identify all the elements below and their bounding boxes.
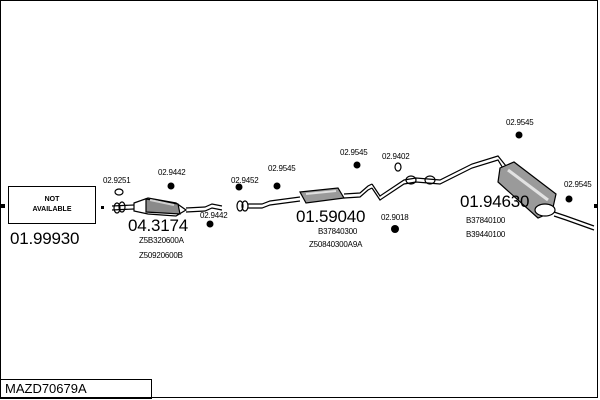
part-number: 02.9018 xyxy=(381,213,409,222)
part-number: 02.9545 xyxy=(340,148,368,157)
rear-silencer xyxy=(497,161,595,231)
oem-reference: Z50920600B xyxy=(139,251,183,260)
assembly-number: 01.99930 xyxy=(10,229,80,248)
assembly-number: 04.3174 xyxy=(128,216,189,235)
part-number: 02.9442 xyxy=(200,211,228,220)
catalytic-converter xyxy=(133,197,223,217)
rubber-hangers xyxy=(167,131,573,233)
gaskets xyxy=(114,162,402,196)
part-number: 02.9402 xyxy=(382,152,410,161)
left-edge-marker xyxy=(1,204,5,208)
part-number: 02.9545 xyxy=(564,180,592,189)
intermediate-pipe xyxy=(371,155,507,201)
oem-reference: Z5B320600A xyxy=(139,236,184,245)
right-edge-marker xyxy=(594,204,598,208)
part-number: 02.9442 xyxy=(158,168,186,177)
part-code: MAZD70679A xyxy=(0,379,152,399)
oem-reference: B37840100 xyxy=(466,216,506,225)
part-number: 02.9251 xyxy=(103,176,131,185)
centre-pipe xyxy=(236,196,301,212)
part-number: 02.9545 xyxy=(506,118,534,127)
front-pipe xyxy=(111,201,135,214)
oem-reference: Z50840300A9A xyxy=(309,240,363,249)
oem-reference: B37840300 xyxy=(318,227,358,236)
assembly-number: 01.59040 xyxy=(296,207,366,226)
assembly-number: 01.94630 xyxy=(460,192,530,211)
part-number: 02.9545 xyxy=(268,164,296,173)
not-available-box: NOT AVAILABLE xyxy=(8,186,96,224)
part-number: 02.9452 xyxy=(231,176,259,185)
oem-reference: B39440100 xyxy=(466,230,506,239)
middle-silencer xyxy=(299,183,373,204)
join-marker xyxy=(101,206,104,209)
